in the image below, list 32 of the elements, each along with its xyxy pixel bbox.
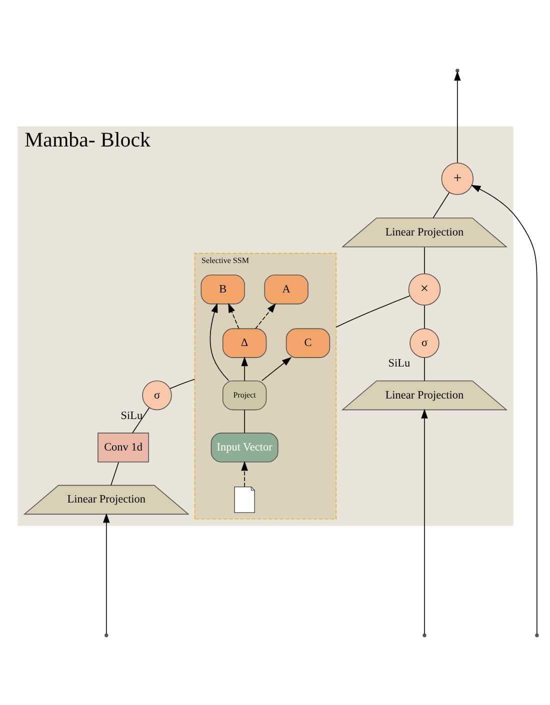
node-box: Conv 1d	[98, 432, 149, 462]
connector	[424, 356, 425, 381]
node-circle: σ	[142, 380, 172, 410]
node-circle: σ	[410, 328, 440, 358]
connector	[432, 192, 450, 218]
arrow	[210, 302, 230, 381]
connector	[110, 461, 120, 486]
node-label: SiLu	[388, 357, 410, 370]
connector	[170, 378, 196, 389]
connector	[424, 304, 425, 329]
node-label: SiLu	[120, 409, 143, 422]
arrow	[454, 70, 461, 163]
arrow	[241, 356, 248, 381]
node-box: Project	[222, 380, 267, 410]
node-box: Input Vector	[210, 432, 278, 462]
connector	[424, 246, 425, 274]
arrow	[228, 302, 240, 329]
node-box: A	[264, 274, 308, 304]
node-circle: ×	[408, 272, 441, 306]
node-circle: +	[441, 162, 474, 194]
node-box: B	[200, 274, 245, 304]
arrow	[262, 356, 292, 381]
connector	[132, 406, 150, 433]
connector	[336, 295, 410, 328]
node-box: C	[286, 328, 330, 358]
arrow	[470, 184, 538, 634]
arrow	[255, 302, 276, 329]
arrow	[241, 460, 248, 487]
node-box: Δ	[222, 328, 267, 358]
arrow	[103, 512, 110, 634]
arrow	[421, 408, 428, 634]
connector	[244, 409, 245, 433]
